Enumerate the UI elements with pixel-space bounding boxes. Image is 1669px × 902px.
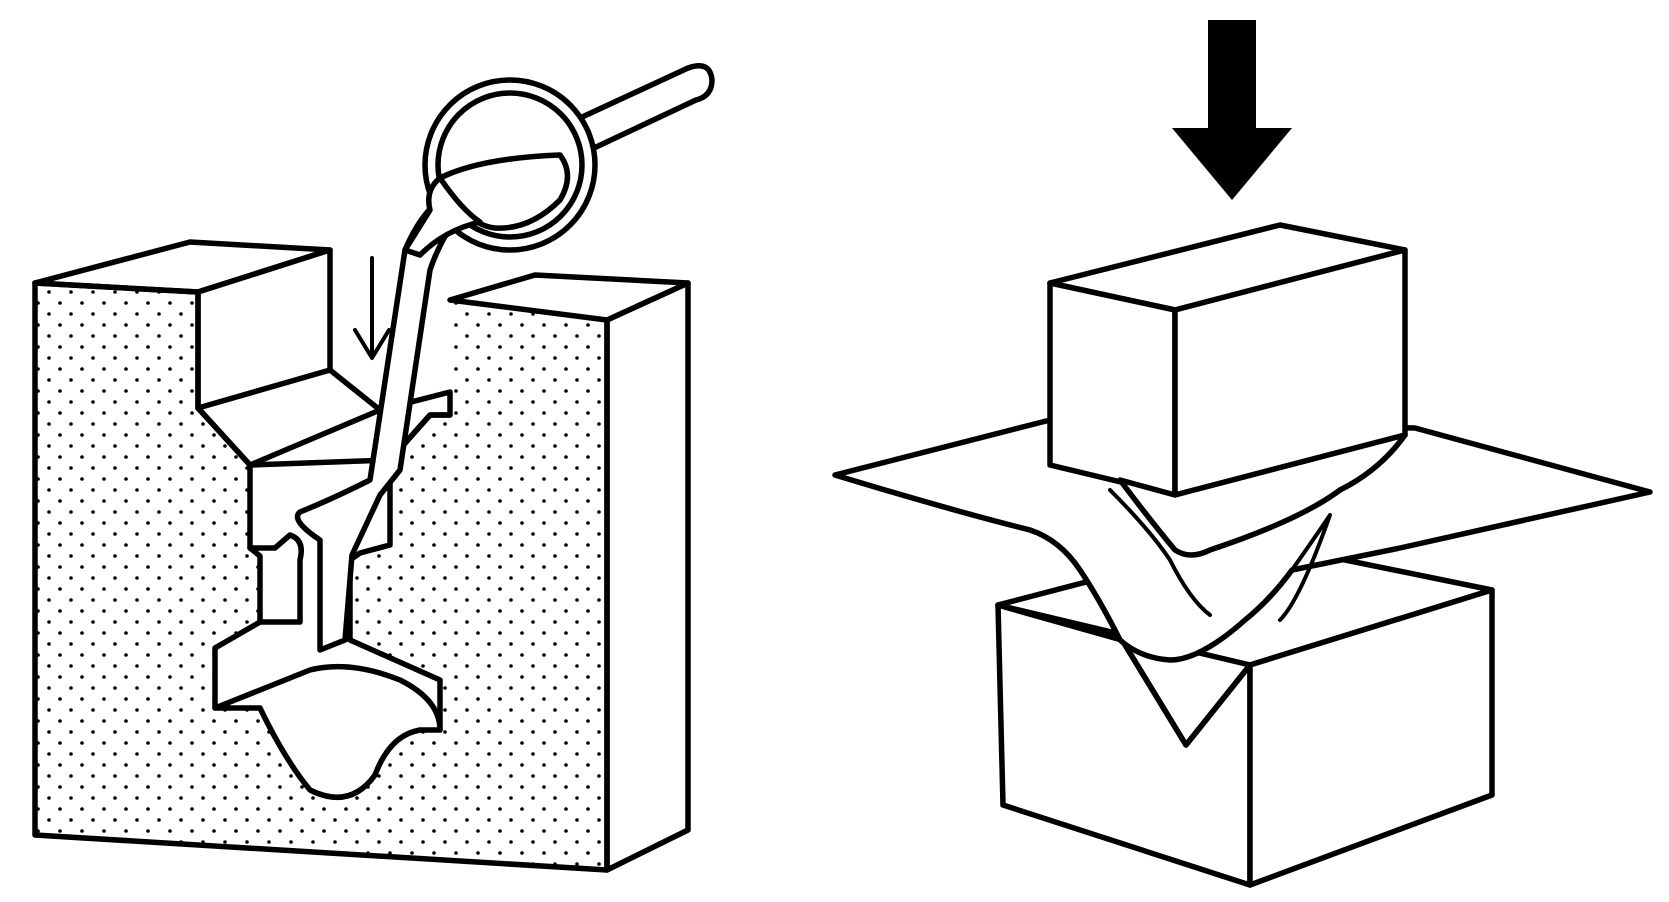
- cavity-step-edge: [195, 367, 333, 411]
- mold-front-outline: [32, 280, 610, 873]
- sheet-bend-line: [1278, 513, 1332, 622]
- cavity-right-wall: [347, 412, 453, 733]
- ladle-icon: [402, 63, 715, 258]
- mold-top-right: [447, 272, 691, 323]
- die-v-groove: [995, 602, 1253, 748]
- cavity-step-edge-2: [247, 407, 383, 468]
- press-arrow-icon: [1172, 20, 1292, 200]
- molten-pool: [212, 663, 443, 800]
- sand-casting-icon: [32, 63, 715, 873]
- punch-front-face: [1047, 280, 1178, 498]
- cavity-left-inner: [247, 545, 263, 625]
- die-right-face: [1247, 587, 1495, 888]
- stamping-press-icon: [832, 20, 1653, 888]
- mold-front-face: [35, 283, 607, 870]
- pour-arrow-icon: [353, 256, 391, 360]
- mold-top-edge: [32, 280, 201, 295]
- punch-bottom-bulge: [1117, 432, 1408, 558]
- ladle-bowl-inner: [435, 90, 585, 240]
- sheet-inner-curve: [1108, 488, 1212, 617]
- ladle-handle: [577, 63, 715, 151]
- upper-punch: [1047, 222, 1408, 558]
- pour-stream: [402, 175, 483, 258]
- mold-right-side: [604, 280, 691, 873]
